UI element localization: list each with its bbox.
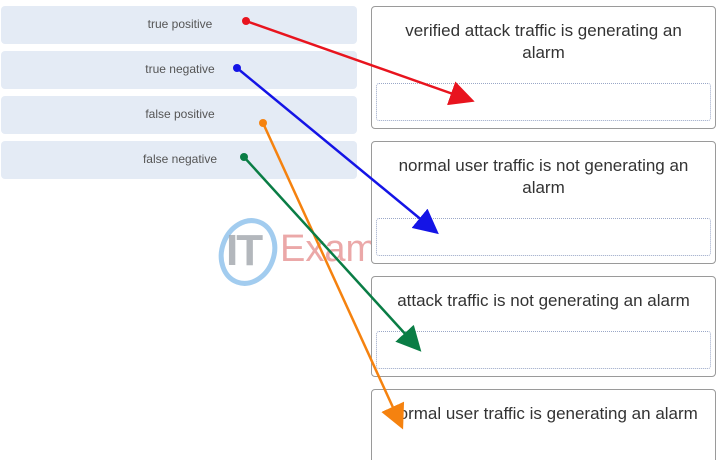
watermark-it-text: IT — [226, 226, 263, 275]
drop-zone[interactable] — [376, 218, 711, 256]
target-label: normal user traffic is generating an ala… — [389, 404, 698, 423]
drop-zone[interactable] — [376, 331, 711, 369]
term-true-positive[interactable]: true positive — [1, 6, 357, 44]
target-label: verified attack traffic is generating an… — [405, 21, 682, 62]
target-box: verified attack traffic is generating an… — [371, 6, 716, 129]
term-false-negative[interactable]: false negative — [1, 141, 357, 179]
target-label: attack traffic is not generating an alar… — [397, 291, 690, 310]
target-label: normal user traffic is not generating an… — [398, 156, 689, 197]
term-label: true negative — [145, 62, 215, 76]
term-false-positive[interactable]: false positive — [1, 96, 357, 134]
target-box: normal user traffic is not generating an… — [371, 141, 716, 264]
target-box: normal user traffic is generating an ala… — [371, 389, 716, 460]
target-box: attack traffic is not generating an alar… — [371, 276, 716, 377]
term-label: false positive — [145, 107, 215, 121]
term-true-negative[interactable]: true negative — [1, 51, 357, 89]
term-label: false negative — [142, 152, 218, 166]
drop-zone[interactable] — [376, 83, 711, 121]
ring-logo-icon — [218, 218, 278, 286]
watermark-exam-text: Exam — [280, 228, 378, 270]
term-label: true positive — [147, 17, 213, 31]
